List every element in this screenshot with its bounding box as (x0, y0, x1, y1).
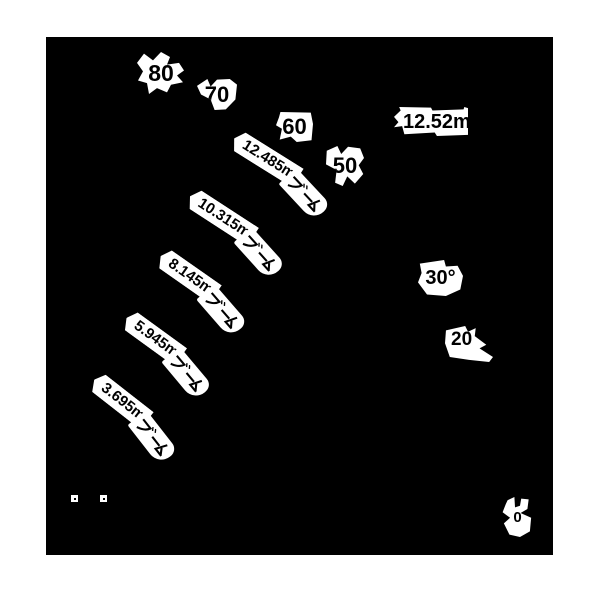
tick-mark-center (102, 497, 105, 500)
angle-value: 60 (282, 114, 307, 139)
tick-mark-center (73, 497, 76, 500)
boom-length-label-3695: 3.695m ブーム (86, 371, 190, 466)
tick-mark (100, 495, 107, 502)
boom-angle-label-60: 60 (276, 112, 313, 142)
angle-value: 50 (332, 153, 358, 178)
boom-suffix: ブーム (127, 410, 178, 466)
boom-suffix: ブーム (233, 226, 286, 281)
boom-suffix: ブーム (161, 346, 213, 402)
tick-mark (71, 495, 78, 502)
angle-value: 0 (513, 508, 522, 526)
boom-length-label-5945: 5.945m ブーム (119, 309, 224, 402)
katakana-boom-icon (170, 354, 203, 393)
boom-angle-label-30: 30° (418, 260, 463, 296)
angle-value: 70 (204, 81, 230, 107)
katakana-boom-icon (205, 292, 238, 330)
radius-value: 12.52m (403, 110, 468, 133)
angle-value: 80 (148, 59, 174, 86)
angle-value: 20 (451, 329, 473, 350)
katakana-boom-icon (242, 234, 276, 273)
katakana-boom-icon (136, 418, 168, 457)
boom-suffix: ブーム (196, 283, 248, 339)
angle-value: 30° (425, 267, 456, 289)
boom-suffix: ブーム (278, 167, 332, 222)
max-radius-label: 12.52m (394, 107, 468, 136)
boom-length-label-12485: 12.485m ブーム (227, 129, 343, 222)
boom-length-label-10315: 10.315m ブーム (183, 187, 298, 281)
katakana-boom-icon (287, 176, 321, 214)
boom-length-label-8145: 8.145m ブーム (153, 247, 259, 339)
